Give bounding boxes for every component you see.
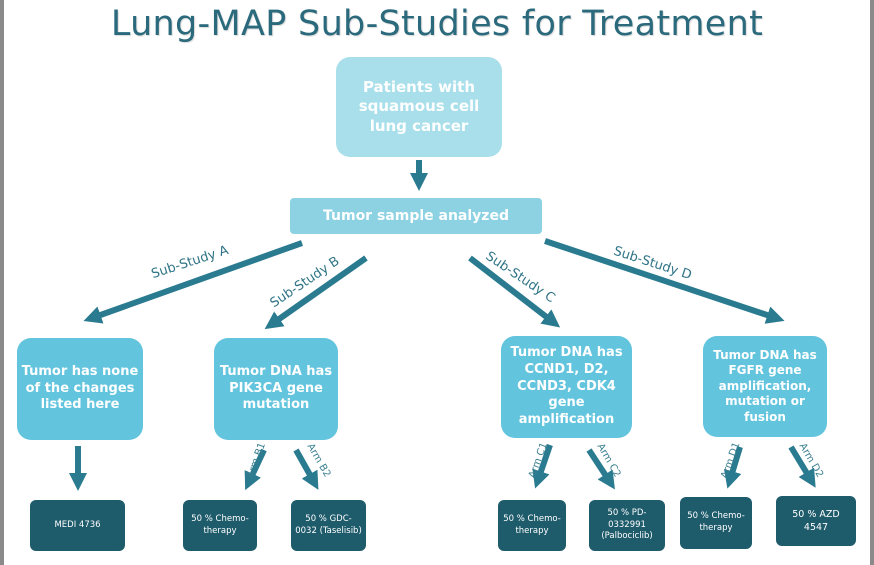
arrow-arm-d2 xyxy=(788,445,816,488)
arrow-substudy-c xyxy=(468,255,561,328)
treatment-a: MEDI 4736 xyxy=(30,500,125,551)
arrow-arm-b2 xyxy=(293,448,319,490)
left-border xyxy=(0,0,4,565)
arrow-substudy-b xyxy=(264,255,368,330)
start-node: Patients with squamous cell lung cancer xyxy=(336,57,502,157)
substudy-b-criteria: Tumor DNA has PIK3CA gene mutation xyxy=(214,338,338,440)
substudy-c-criteria: Tumor DNA has CCND1, D2, CCND3, CDK4 gen… xyxy=(501,336,632,438)
treatment-c1: 50 % Chemo-therapy xyxy=(498,500,566,551)
arrow-substudy-a xyxy=(83,240,304,324)
substudy-a-criteria: Tumor has none of the changes listed her… xyxy=(17,338,143,440)
diagram-title: Lung-MAP Sub-Studies for Treatment xyxy=(110,4,764,44)
arrow-arm-c1 xyxy=(532,444,553,489)
right-border xyxy=(870,0,874,565)
sample-node: Tumor sample analyzed xyxy=(290,198,542,234)
treatment-b1: 50 % Chemo-therapy xyxy=(183,500,257,551)
treatment-b2: 50 % GDC-0032 (Taselisib) xyxy=(291,500,366,551)
arrow-arm-d1 xyxy=(723,446,743,489)
arrow-substudy-d xyxy=(544,238,785,324)
arrow-arm-b1 xyxy=(244,448,267,491)
treatment-c2: 50 % PD-0332991 (Palbociclib) xyxy=(589,500,665,551)
treatment-d2: 50 % AZD 4547 xyxy=(776,496,856,546)
substudy-d-criteria: Tumor DNA has FGFR gene amplification, m… xyxy=(703,336,827,437)
arrow-arm-c2 xyxy=(586,448,615,490)
treatment-d1: 50 % Chemo-therapy xyxy=(680,497,752,549)
